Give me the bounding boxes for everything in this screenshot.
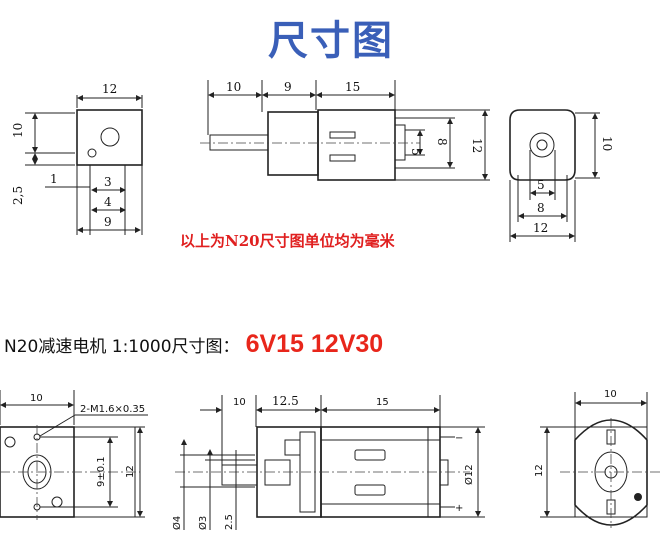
dim-label: Ø3 bbox=[197, 516, 209, 530]
voltage-spec: 6V15 12V30 bbox=[245, 330, 384, 358]
dim-label: 12 bbox=[533, 221, 548, 235]
dim-label: 5 bbox=[537, 178, 545, 192]
dim-label: 9 bbox=[284, 80, 292, 94]
section-label: N20减速电机 1:1000尺寸图： bbox=[4, 337, 240, 357]
dim-label: 9±0.1 bbox=[96, 456, 107, 487]
dim-label: 15 bbox=[376, 397, 389, 408]
dim-label: 8 bbox=[435, 138, 449, 146]
dim-label: Ø12 bbox=[463, 464, 475, 485]
dim-label: 4 bbox=[104, 195, 112, 209]
dim-label: 10 bbox=[600, 136, 614, 151]
dim-label: 12.5 bbox=[272, 394, 299, 408]
dim-label: 12 bbox=[102, 82, 117, 96]
bottom-side-view: − + 10 12.5 15 Ø4 Ø3 2.5 Ø12 bbox=[171, 394, 485, 530]
dim-label: 1 bbox=[50, 172, 58, 186]
dim-label: 2,5 bbox=[11, 186, 25, 205]
plus-terminal-label: + bbox=[455, 503, 463, 514]
bottom-rear-view: 10 12 bbox=[534, 389, 662, 528]
dim-label: 15 bbox=[345, 80, 360, 94]
dim-label: Ø4 bbox=[171, 516, 183, 530]
dim-label: 10 bbox=[226, 80, 241, 94]
dim-label: 8 bbox=[537, 201, 545, 215]
dim-label: 10 bbox=[30, 393, 43, 404]
section-heading: N20减速电机 1:1000尺寸图：6V15 12V30 bbox=[4, 330, 383, 359]
page-title: 尺寸图 bbox=[268, 18, 394, 64]
dim-label: 10 bbox=[233, 397, 246, 408]
dim-label: 12 bbox=[125, 465, 136, 478]
dim-label: 2.5 bbox=[224, 514, 235, 530]
dim-label: 12 bbox=[470, 138, 484, 153]
top-end-view: 12 10 2,5 1 3 4 9 bbox=[11, 82, 143, 235]
dim-label: 9 bbox=[104, 215, 112, 229]
minus-terminal-label: − bbox=[455, 433, 463, 444]
dim-label: 12 bbox=[534, 464, 545, 477]
bottom-front-view: 10 2-M1.6×0.35 9±0.1 12 bbox=[0, 390, 148, 520]
units-caption: 以上为N20尺寸图单位均为毫米 bbox=[180, 232, 395, 250]
dim-label: 10 bbox=[604, 389, 617, 400]
top-side-view: 10 9 15 5 8 12 bbox=[200, 80, 490, 181]
dim-label: 3 bbox=[104, 175, 112, 189]
dim-label: 5 bbox=[409, 148, 423, 156]
dim-label: 10 bbox=[11, 123, 25, 138]
top-motor-end-view: 10 5 8 12 bbox=[509, 109, 614, 242]
thread-label: 2-M1.6×0.35 bbox=[80, 404, 145, 415]
